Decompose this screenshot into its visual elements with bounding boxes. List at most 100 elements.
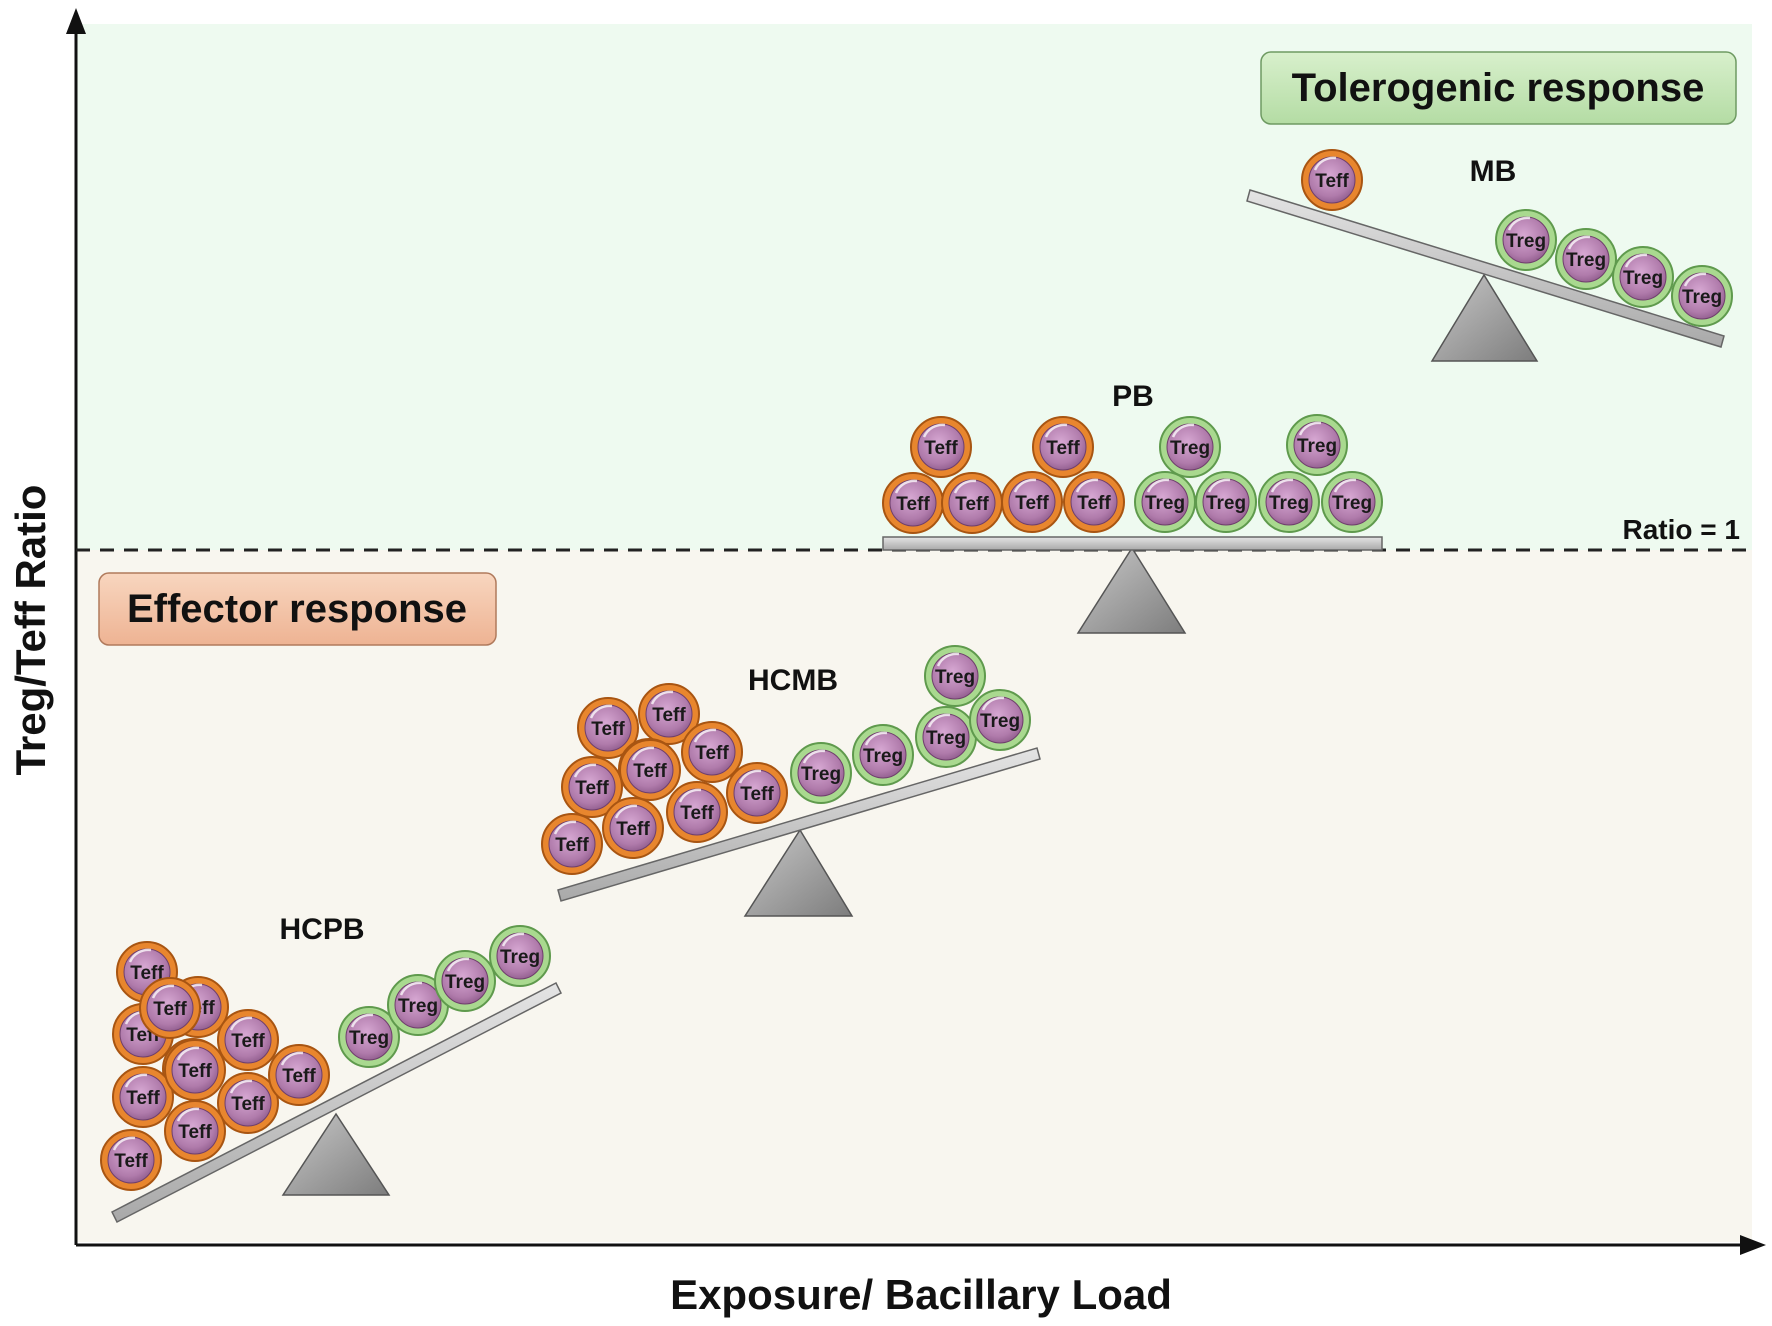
fulcrum-mb bbox=[1430, 273, 1539, 362]
treg-cell-label: Treg bbox=[980, 711, 1020, 732]
seesaw-hcmb bbox=[557, 747, 1041, 917]
teff-cell-highlight bbox=[678, 788, 702, 803]
treg-cell: Treg bbox=[1495, 209, 1557, 271]
treg-cell-label: Treg bbox=[500, 947, 540, 968]
teff-cell-label: Teff bbox=[178, 1122, 212, 1143]
treg-cell: Treg bbox=[1671, 265, 1733, 327]
effector-response-box: Effector response bbox=[98, 572, 497, 646]
teff-cell-highlight bbox=[1013, 478, 1037, 493]
treg-cell-label: Treg bbox=[863, 746, 903, 767]
treg-cell-highlight bbox=[1207, 478, 1231, 493]
teff-cell-highlight bbox=[953, 479, 977, 494]
treg-cell: Treg bbox=[1555, 228, 1617, 290]
teff-cell-highlight bbox=[922, 423, 946, 438]
treg-cell-highlight bbox=[1146, 478, 1170, 493]
beam-hcpb bbox=[110, 981, 563, 1224]
treg-cell-highlight bbox=[501, 932, 525, 947]
ratio-threshold-label: Ratio = 1 bbox=[1623, 514, 1740, 545]
teff-cell-highlight bbox=[128, 948, 152, 963]
teff-cell: Teff bbox=[561, 756, 623, 818]
treg-cell-label: Treg bbox=[935, 667, 975, 688]
treg-cell-highlight bbox=[802, 749, 826, 764]
treg-cell: Treg bbox=[1286, 414, 1348, 476]
treg-cell-highlight bbox=[936, 652, 960, 667]
treg-cell-highlight bbox=[864, 731, 888, 746]
treg-cell: Treg bbox=[852, 724, 914, 786]
treg-cell: Treg bbox=[434, 950, 496, 1012]
treg-cell: Treg bbox=[924, 645, 986, 707]
tolerogenic-response-box: Tolerogenic response bbox=[1260, 51, 1737, 125]
teff-cell-highlight bbox=[631, 746, 655, 761]
effector-response-label: Effector response bbox=[127, 587, 467, 631]
teff-cell-highlight bbox=[693, 728, 717, 743]
treg-cell: Treg bbox=[1258, 471, 1320, 533]
teff-cell-label: Teff bbox=[178, 1061, 212, 1082]
teff-cell: Teff bbox=[666, 781, 728, 843]
treg-cell-label: Treg bbox=[1682, 287, 1722, 308]
teff-cell-highlight bbox=[1044, 423, 1068, 438]
teff-cell-label: Teff bbox=[1046, 438, 1080, 459]
treg-cell-label: Treg bbox=[1145, 493, 1185, 514]
teff-cell-label: Teff bbox=[1077, 493, 1111, 514]
effector-zone bbox=[76, 550, 1752, 1242]
teff-cell-highlight bbox=[1313, 156, 1337, 171]
teff-cell-label: Teff bbox=[616, 819, 650, 840]
treg-cell: Treg bbox=[1134, 471, 1196, 533]
teff-cell-highlight bbox=[1075, 478, 1099, 493]
treg-cell: Treg bbox=[790, 742, 852, 804]
treg-cell: Treg bbox=[915, 706, 977, 768]
fulcrum-hcmb bbox=[743, 828, 854, 917]
teff-cell: Teff bbox=[1063, 471, 1125, 533]
seesaw-mb bbox=[1246, 189, 1725, 362]
teff-cell-label: Teff bbox=[591, 719, 625, 740]
treg-cell-label: Treg bbox=[445, 972, 485, 993]
treg-cell-label: Treg bbox=[1269, 493, 1309, 514]
x-axis-title: Exposure/ Bacillary Load bbox=[670, 1271, 1172, 1318]
teff-cell-label: Teff bbox=[955, 494, 989, 515]
teff-cell-label: Teff bbox=[282, 1066, 316, 1087]
treg-cell: Treg bbox=[1195, 471, 1257, 533]
teff-cell: Teff bbox=[726, 762, 788, 824]
teff-cell-highlight bbox=[573, 763, 597, 778]
treg-cell-label: Treg bbox=[1506, 231, 1546, 252]
teff-cell-label: Teff bbox=[153, 999, 187, 1020]
treg-cell-label: Treg bbox=[1170, 438, 1210, 459]
teff-cell-label: Teff bbox=[1015, 493, 1049, 514]
beam-hcmb bbox=[557, 747, 1041, 902]
treg-cell-label: Treg bbox=[1297, 436, 1337, 457]
teff-cell-highlight bbox=[176, 1046, 200, 1061]
teff-cell-label: Teff bbox=[896, 494, 930, 515]
treg-cell: Treg bbox=[1321, 471, 1383, 533]
treg-cell-highlight bbox=[1171, 423, 1195, 438]
teff-cell-highlight bbox=[614, 804, 638, 819]
treg-cell-highlight bbox=[981, 696, 1005, 711]
beam-mb bbox=[1246, 189, 1725, 348]
teff-cell-label: Teff bbox=[1315, 171, 1349, 192]
group-label-hcpb: HCPB bbox=[279, 913, 364, 946]
treg-cell-highlight bbox=[1624, 253, 1648, 268]
teff-cell-label: Teff bbox=[231, 1094, 265, 1115]
treg-cell-label: Treg bbox=[801, 764, 841, 785]
group-label-pb: PB bbox=[1112, 380, 1154, 413]
beam-pb bbox=[882, 536, 1383, 551]
treg-cell-highlight bbox=[446, 957, 470, 972]
teff-cell-label: Teff bbox=[652, 705, 686, 726]
teff-cell: Teff bbox=[139, 977, 201, 1039]
teff-cell-label: Teff bbox=[633, 761, 667, 782]
teff-cell-label: Teff bbox=[924, 438, 958, 459]
teff-cell: Teff bbox=[100, 1129, 162, 1191]
teff-cell-highlight bbox=[229, 1016, 253, 1031]
teff-cell: Teff bbox=[638, 683, 700, 745]
group-label-hcmb: HCMB bbox=[748, 664, 838, 697]
teff-cell: Teff bbox=[164, 1039, 226, 1101]
treg-cell-label: Treg bbox=[349, 1028, 389, 1049]
treg-cell-highlight bbox=[399, 981, 423, 996]
teff-cell-highlight bbox=[124, 1073, 148, 1088]
teff-cell: Teff bbox=[217, 1072, 279, 1134]
treg-cell: Treg bbox=[338, 1006, 400, 1068]
teff-cell-highlight bbox=[112, 1136, 136, 1151]
teff-cell: Teff bbox=[1301, 149, 1363, 211]
teff-cell: Teff bbox=[541, 813, 603, 875]
y-axis-title: Treg/Teff Ratio bbox=[7, 485, 54, 776]
